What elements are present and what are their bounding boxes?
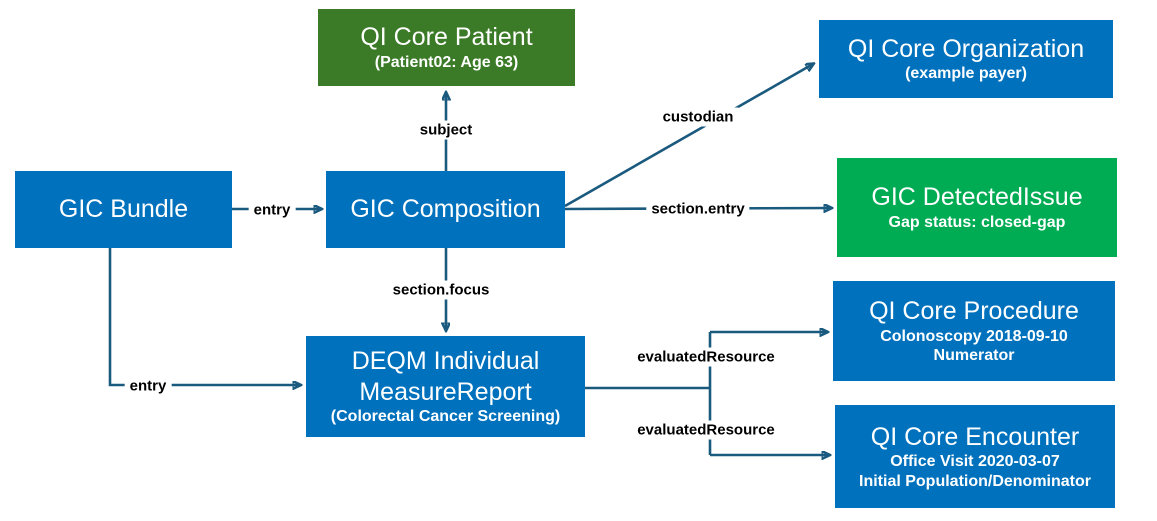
- qi-core-procedure-title: QI Core Procedure: [869, 297, 1079, 326]
- qi-core-procedure-box: QI Core Procedure Colonoscopy 2018-09-10…: [833, 281, 1115, 381]
- qi-core-encounter-subtitle: Office Visit 2020-03-07: [890, 453, 1060, 471]
- connector-custodian-composition-to-organization: [564, 64, 813, 208]
- qi-core-organization-subtitle: (example payer): [905, 65, 1027, 83]
- qi-core-procedure-subtitle2: Numerator: [933, 347, 1015, 365]
- deqm-measurereport-subtitle: (Colorectal Cancer Screening): [330, 408, 561, 426]
- gic-composition-box: GIC Composition: [326, 171, 565, 248]
- qi-core-procedure-subtitle: Colonoscopy 2018-09-10: [880, 327, 1068, 345]
- gic-bundle-title: GIC Bundle: [58, 195, 189, 224]
- gic-detectedissue-box: GIC DetectedIssue Gap status: closed-gap: [837, 158, 1117, 257]
- edge-label-evaluatedresource-encounter: evaluatedResource: [632, 420, 780, 440]
- connector-entry-bundle-to-measurereport: [108, 248, 300, 385]
- deqm-measurereport-box: DEQM Individual MeasureReport (Colorecta…: [306, 336, 585, 437]
- deqm-measurereport-title: DEQM Individual MeasureReport: [351, 347, 540, 406]
- edge-label-evaluatedresource-procedure: evaluatedResource: [632, 347, 780, 367]
- edge-label-entry-bundle-composition: entry: [248, 200, 296, 220]
- qi-core-encounter-subtitle2: Initial Population/Denominator: [859, 472, 1091, 490]
- edge-label-custodian: custodian: [657, 107, 739, 127]
- qi-core-organization-box: QI Core Organization (example payer): [819, 20, 1113, 98]
- edge-label-section-entry: section.entry: [646, 199, 750, 219]
- qi-core-patient-subtitle: (Patient02: Age 63): [374, 53, 519, 71]
- gic-detectedissue-title: GIC DetectedIssue: [871, 183, 1083, 212]
- qi-core-patient-box: QI Core Patient (Patient02: Age 63): [318, 9, 575, 86]
- edge-label-subject: subject: [414, 120, 478, 140]
- qi-core-patient-title: QI Core Patient: [360, 23, 533, 52]
- edge-label-section-focus: section.focus: [387, 280, 495, 300]
- gic-composition-title: GIC Composition: [350, 195, 541, 224]
- qi-core-encounter-box: QI Core Encounter Office Visit 2020-03-0…: [835, 405, 1115, 508]
- qi-core-encounter-title: QI Core Encounter: [870, 422, 1080, 451]
- qi-core-organization-title: QI Core Organization: [847, 34, 1085, 63]
- edge-label-entry-bundle-measurereport: entry: [124, 376, 172, 396]
- gic-detectedissue-subtitle: Gap status: closed-gap: [888, 213, 1066, 231]
- gic-bundle-box: GIC Bundle: [15, 171, 232, 248]
